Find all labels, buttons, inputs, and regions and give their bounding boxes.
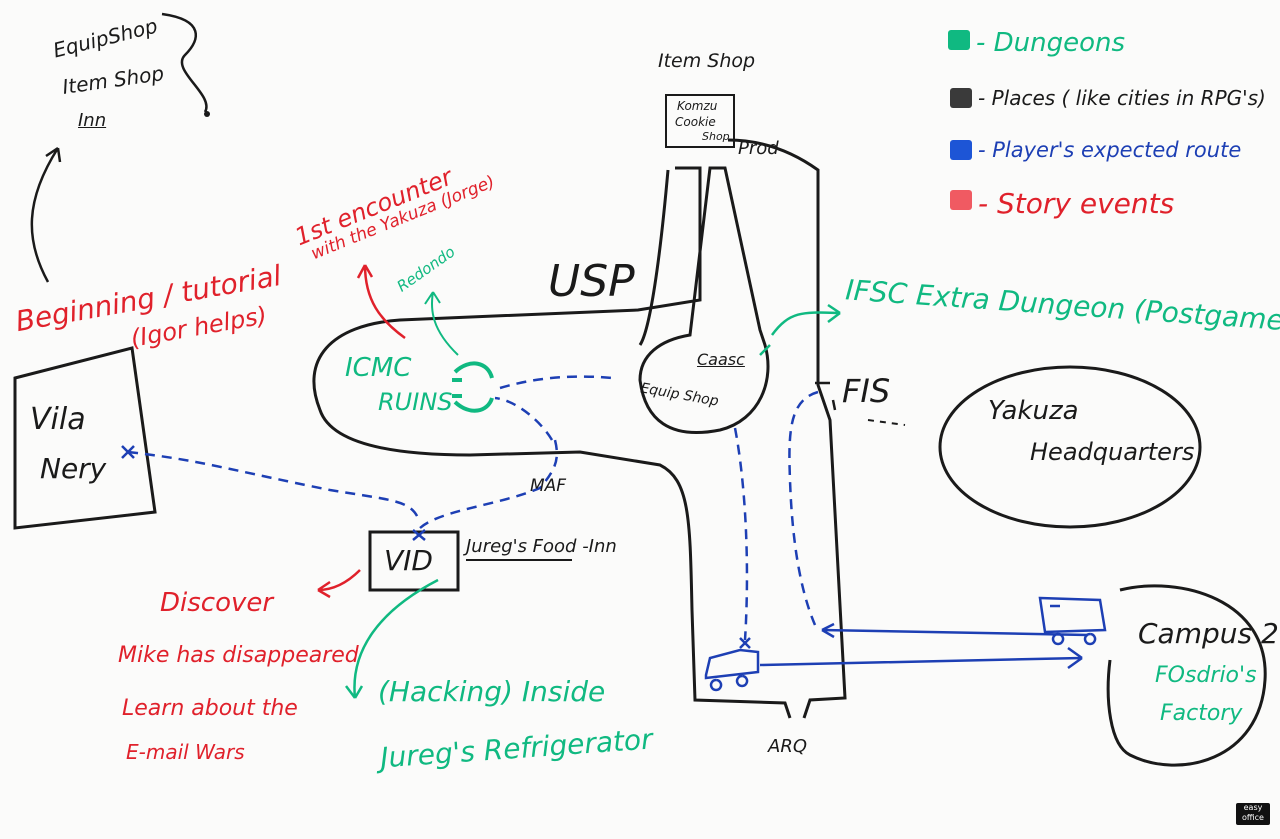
komzu-shop-box <box>665 94 735 148</box>
caasc-label: Caasc <box>697 350 745 369</box>
discover-label: Discover <box>160 588 274 618</box>
komzu-line2: Cookie <box>675 115 716 129</box>
prod-label: Prod <box>738 138 779 159</box>
route-caasc-down <box>733 427 749 641</box>
route-to-icmc <box>494 375 613 441</box>
fis-label: FIS <box>842 372 891 410</box>
redondo-arrow <box>424 291 459 356</box>
vid-label: VID <box>384 544 433 577</box>
usp-road-outline <box>312 138 847 719</box>
item-shop-label: Item Shop <box>658 50 756 72</box>
route-vid-to-maf <box>419 439 559 529</box>
ifsc-arrow <box>759 303 841 356</box>
icmc-label: ICMC <box>345 353 412 383</box>
learn-about: Learn about the <box>122 696 298 721</box>
campus2-outline <box>1106 584 1267 767</box>
icmc-ruins-icon <box>452 361 494 413</box>
mike-disappeared: Mike has disappeared <box>118 643 359 668</box>
komzu-line3: Shop <box>702 130 730 143</box>
bus-left-icon <box>704 648 760 692</box>
route-campus-return <box>821 622 1089 639</box>
ruins-label: RUINS <box>378 388 453 416</box>
legend-dungeons: - Dungeons <box>976 28 1126 58</box>
hacking-line1: (Hacking) Inside <box>378 675 606 708</box>
route-vila-to-vid <box>127 450 420 519</box>
easy-office-logo: easy office <box>1236 803 1270 825</box>
vila-nery-outline <box>13 346 157 530</box>
bracket-dot <box>204 111 210 117</box>
discover-arrow <box>317 569 361 599</box>
note-inn: Inn <box>78 110 107 131</box>
yakuza-outline <box>938 365 1202 529</box>
fis-marks <box>815 381 837 411</box>
route-marker-x <box>121 445 751 649</box>
usp-label: USP <box>548 256 635 307</box>
usp-inner-road <box>638 169 670 346</box>
bus-right-icon <box>1038 596 1107 646</box>
legend-places: - Places ( like cities in RPG's) <box>978 86 1266 110</box>
vila-nery-line2: Nery <box>40 452 107 485</box>
brand-line2: office <box>1242 813 1264 822</box>
arq-label: ARQ <box>768 736 807 757</box>
maf-label: MAF <box>530 476 567 496</box>
jureg-food-inn: Jureg's Food -Inn <box>466 536 617 557</box>
yakuza-label: Yakuza <box>988 396 1079 426</box>
legend-story: - Story events <box>978 187 1175 220</box>
legend-route: - Player's expected route <box>978 138 1242 162</box>
brand-line1: easy <box>1243 803 1263 812</box>
email-wars: E-mail Wars <box>126 740 245 764</box>
komzu-line1: Komzu <box>677 99 718 113</box>
vila-nery-line1: Vila <box>30 402 86 437</box>
arrow-to-shop-list <box>30 146 62 283</box>
hacking-arrow <box>345 578 439 699</box>
factory-label: Factory <box>1160 701 1243 726</box>
legend-swatch-dungeons <box>948 30 970 50</box>
campus2-label: Campus 2 <box>1138 617 1279 650</box>
legend-swatch-places <box>950 88 972 108</box>
fis-dashes <box>867 419 906 426</box>
legend-swatch-story <box>950 190 972 210</box>
shop-list-bracket <box>161 12 208 113</box>
route-fis-down <box>788 390 819 626</box>
headquarters-label: Headquarters <box>1030 438 1195 466</box>
legend-swatch-route <box>950 140 972 160</box>
route-bus-to-campus <box>759 646 1083 670</box>
fosdrio-label: FOsdrio's <box>1155 663 1257 688</box>
encounter-arrow <box>356 264 406 340</box>
